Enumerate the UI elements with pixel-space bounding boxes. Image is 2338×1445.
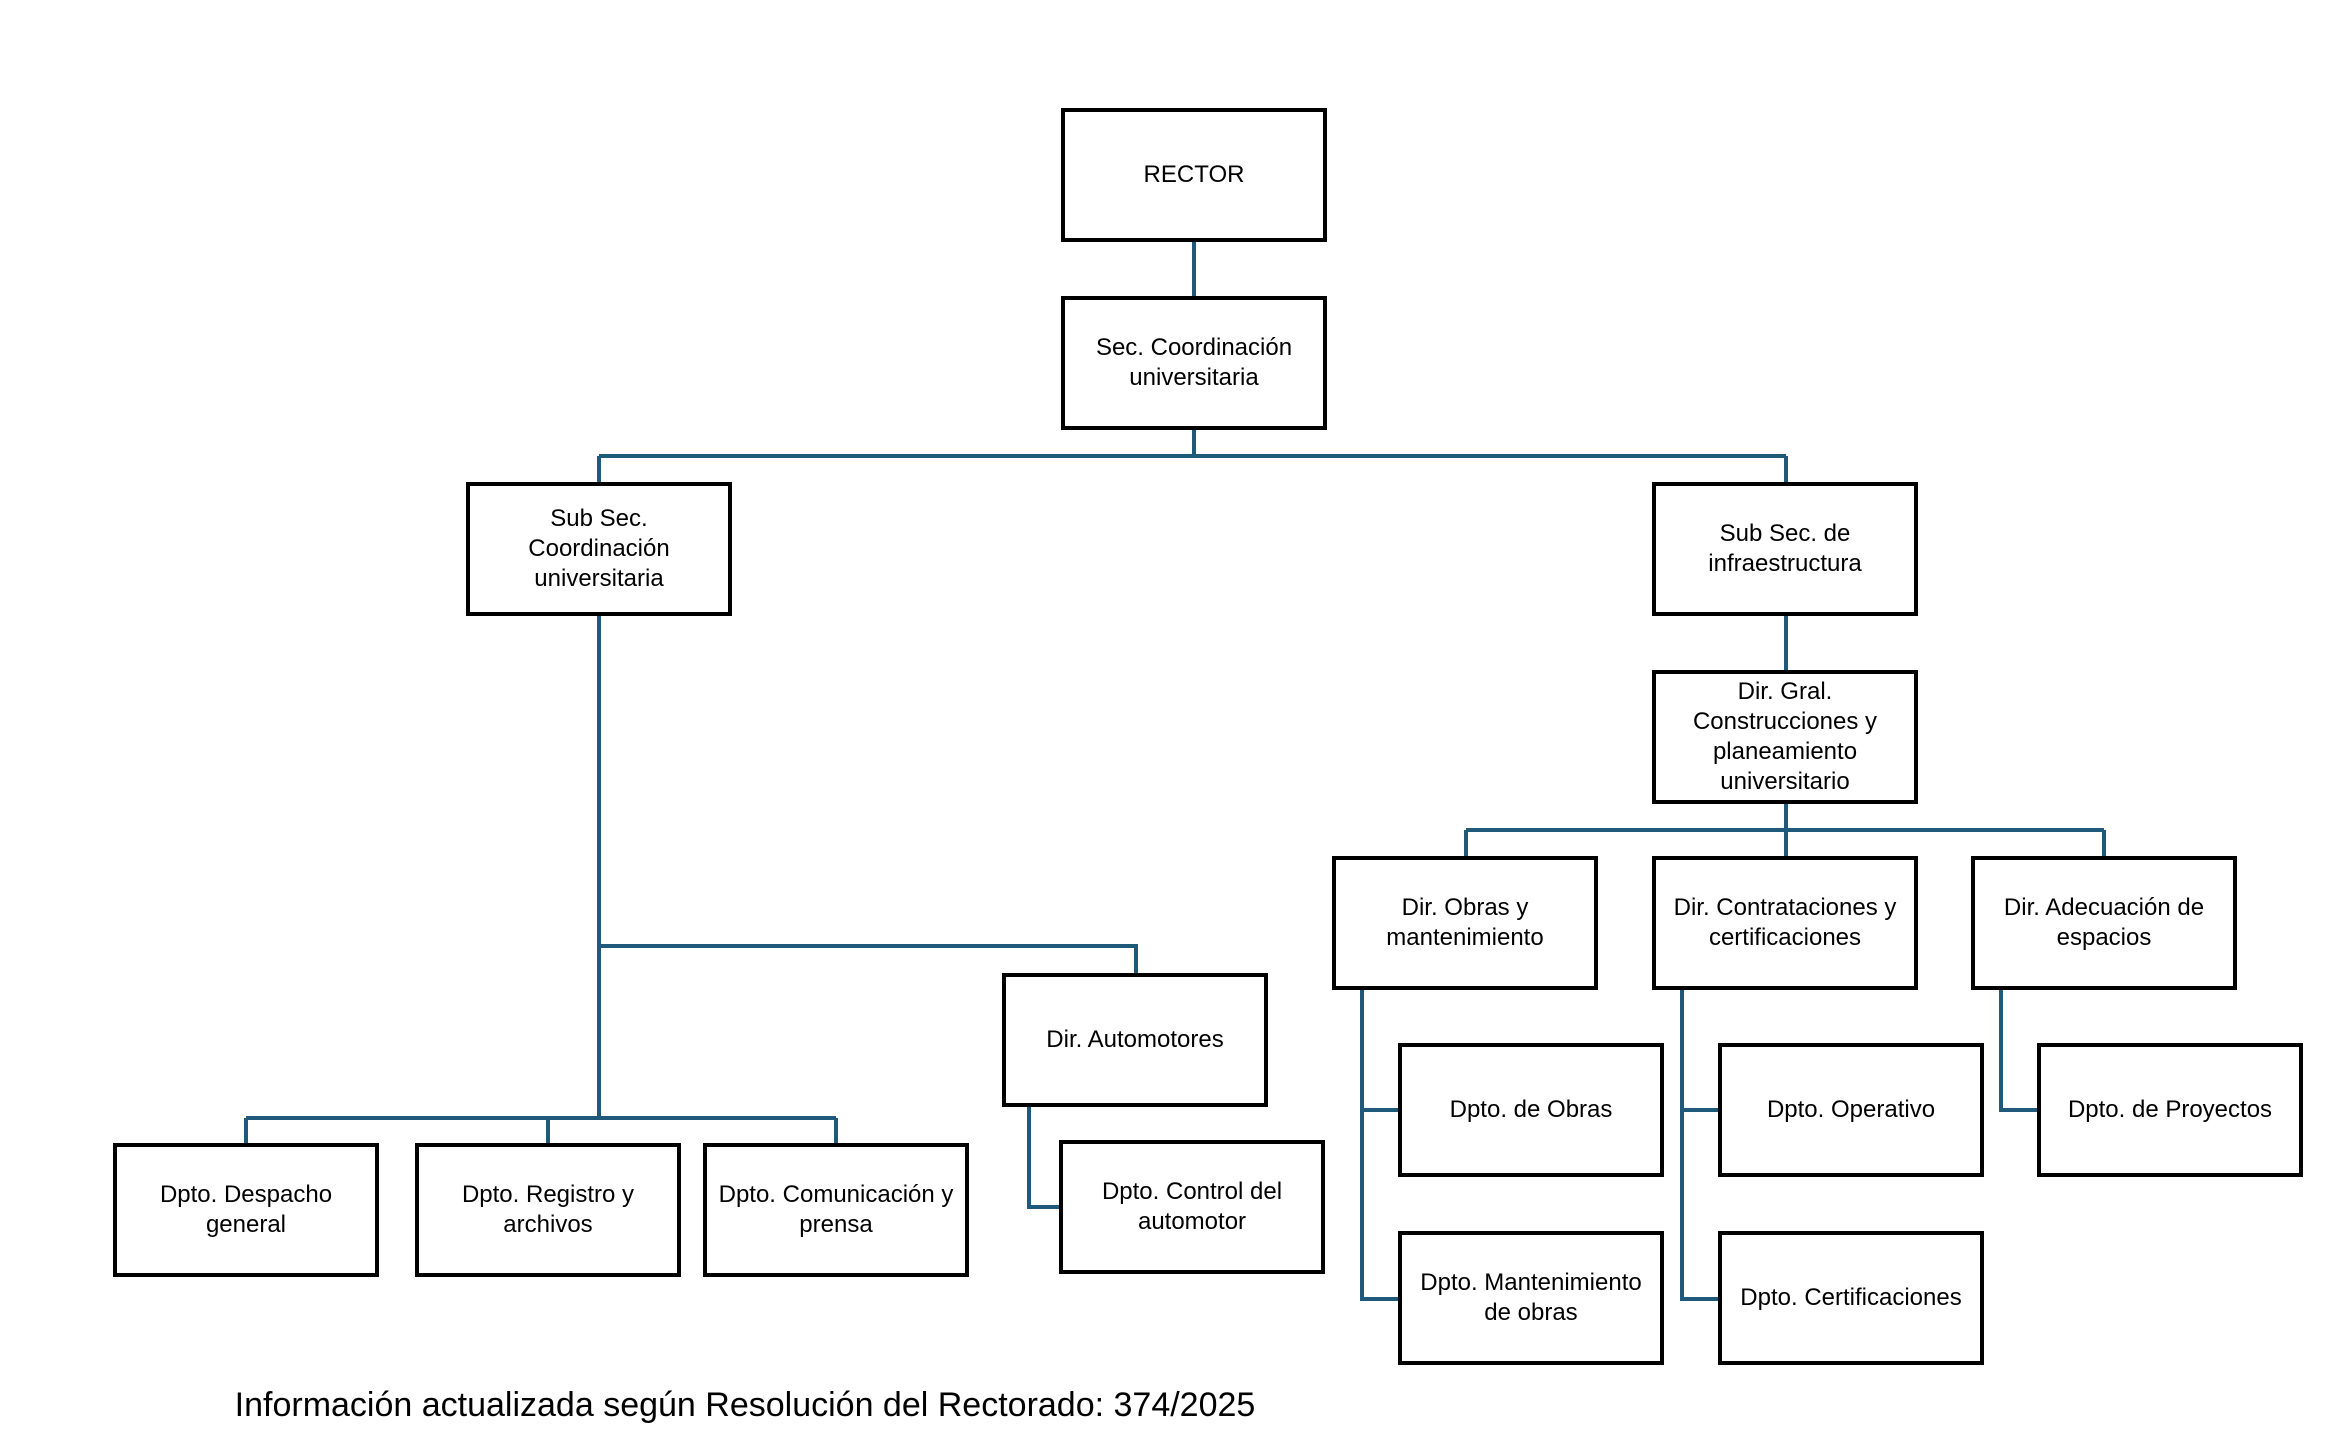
node-dpto-registro: Dpto. Registro y archivos bbox=[415, 1143, 681, 1277]
node-dir-gral-construcciones: Dir. Gral. Construcciones y planeamiento… bbox=[1652, 670, 1918, 804]
node-dpto-control-automotor: Dpto. Control del automotor bbox=[1059, 1140, 1325, 1274]
node-dpto-registro-label: Dpto. Registro y archivos bbox=[461, 1181, 635, 1238]
node-dir-gral-construcciones-label: Dir. Gral. Construcciones y planeamiento… bbox=[1692, 678, 1878, 795]
node-dpto-mantenimiento: Dpto. Mantenimiento de obras bbox=[1398, 1231, 1664, 1365]
node-dpto-despacho-label: Dpto. Despacho general bbox=[159, 1181, 333, 1238]
node-dpto-proyectos-label: Dpto. de Proyectos bbox=[2067, 1096, 2273, 1123]
node-dpto-comunicacion: Dpto. Comunicación y prensa bbox=[703, 1143, 969, 1277]
node-sub-sec-coordinacion-label: Sub Sec. Coordinación universitaria bbox=[528, 505, 670, 592]
node-sec-coordinacion-label: Sec. Coordinación universitaria bbox=[1095, 334, 1293, 391]
node-dir-obras: Dir. Obras y mantenimiento bbox=[1332, 856, 1598, 990]
node-dpto-certificaciones: Dpto. Certificaciones bbox=[1718, 1231, 1984, 1365]
node-sec-coordinacion: Sec. Coordinación universitaria bbox=[1061, 296, 1327, 430]
node-dir-automotores: Dir. Automotores bbox=[1002, 973, 1268, 1107]
connector-dirgral-to-dirs bbox=[1464, 804, 2106, 856]
node-sub-sec-infraestructura: Sub Sec. de infraestructura bbox=[1652, 482, 1918, 616]
node-rector-label: RECTOR bbox=[1143, 161, 1245, 188]
node-dpto-despacho: Dpto. Despacho general bbox=[113, 1143, 379, 1277]
node-sub-sec-infraestructura-label: Sub Sec. de infraestructura bbox=[1708, 520, 1862, 577]
node-dpto-obras-label: Dpto. de Obras bbox=[1449, 1096, 1613, 1123]
node-dpto-certificaciones-label: Dpto. Certificaciones bbox=[1740, 1284, 1962, 1311]
node-dir-contrataciones-label: Dir. Contrataciones y certificaciones bbox=[1673, 894, 1897, 951]
connector-branch-dptos-coord bbox=[244, 1116, 838, 1143]
node-rector: RECTOR bbox=[1061, 108, 1327, 242]
node-dir-contrataciones: Dir. Contrataciones y certificaciones bbox=[1652, 856, 1918, 990]
connector-branch-automotores bbox=[599, 944, 1138, 973]
node-dpto-proyectos: Dpto. de Proyectos bbox=[2037, 1043, 2303, 1177]
node-sub-sec-coordinacion: Sub Sec. Coordinación universitaria bbox=[466, 482, 732, 616]
connector-obras-to-dptos bbox=[1360, 990, 1398, 1301]
connector-contrataciones-to-dptos bbox=[1680, 990, 1718, 1301]
node-dir-adecuacion: Dir. Adecuación de espacios bbox=[1971, 856, 2237, 990]
connector-automotores-to-control bbox=[1027, 1107, 1059, 1209]
node-dpto-operativo: Dpto. Operativo bbox=[1718, 1043, 1984, 1177]
node-dir-obras-label: Dir. Obras y mantenimiento bbox=[1386, 894, 1544, 951]
connector-adecuacion-to-proyectos bbox=[1999, 990, 2037, 1112]
node-dpto-obras: Dpto. de Obras bbox=[1398, 1043, 1664, 1177]
node-dpto-comunicacion-label: Dpto. Comunicación y prensa bbox=[718, 1181, 954, 1238]
connector-sec-to-subsecs bbox=[597, 430, 1788, 482]
node-dpto-operativo-label: Dpto. Operativo bbox=[1766, 1096, 1936, 1123]
node-dpto-mantenimiento-label: Dpto. Mantenimiento de obras bbox=[1420, 1269, 1642, 1326]
node-dpto-control-automotor-label: Dpto. Control del automotor bbox=[1101, 1178, 1283, 1235]
node-dir-automotores-label: Dir. Automotores bbox=[1046, 1026, 1224, 1053]
node-dir-adecuacion-label: Dir. Adecuación de espacios bbox=[2003, 894, 2205, 951]
footnote: Información actualizada según Resolución… bbox=[234, 1386, 1256, 1424]
